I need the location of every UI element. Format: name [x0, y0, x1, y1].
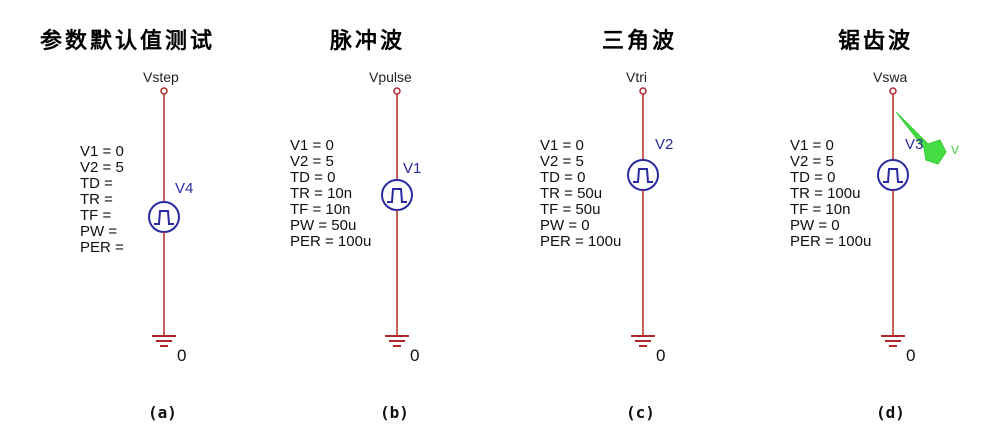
param-tr: TR = 10n [290, 185, 353, 202]
marker-label: V [951, 143, 960, 157]
param-td: TD = 0 [540, 169, 586, 186]
ground-label-d: 0 [906, 346, 916, 365]
param-v1: V1 = 0 [540, 137, 584, 154]
ground-symbol-a [151, 335, 177, 347]
node-terminal-c [639, 87, 647, 95]
param-per: PER = 100u [290, 233, 372, 250]
param-tr: TR = 50u [540, 185, 603, 202]
ground-symbol-b [384, 335, 410, 347]
params-b: V1 = 0 V2 = 5 TD = 0 TR = 10n TF = 10n P… [290, 138, 371, 250]
pulse-source-c [627, 159, 659, 191]
circuit-a [148, 87, 180, 347]
pulse-source-b [381, 179, 413, 211]
param-pw: PW = 0 [540, 217, 590, 234]
ground-symbol-d [880, 335, 906, 347]
param-tr: TR = 100u [790, 185, 861, 202]
param-tf: TF = 50u [540, 201, 601, 218]
title-c: 三角波 [602, 29, 678, 54]
params-c: V1 = 0 V2 = 5 TD = 0 TR = 50u TF = 50u P… [540, 138, 621, 250]
caption-a: (a) [148, 403, 177, 422]
pulse-source-a [148, 201, 180, 233]
title-d: 锯齿波 [838, 29, 914, 54]
param-v1: V1 = 0 [790, 137, 834, 154]
instance-label-c: V2 [655, 136, 674, 153]
params-d: V1 = 0 V2 = 5 TD = 0 TR = 100u TF = 10n … [790, 138, 871, 250]
param-td: TD = [80, 175, 113, 192]
caption-b: (b) [380, 403, 409, 422]
param-per: PER = [80, 239, 124, 256]
circuit-c [627, 87, 659, 347]
caption-d: (d) [876, 403, 905, 422]
param-v2: V2 = 5 [290, 153, 334, 170]
param-per: PER = 100u [540, 233, 622, 250]
node-terminal-b [393, 87, 401, 95]
param-tf: TF = [80, 207, 112, 224]
ground-label-a: 0 [177, 346, 187, 365]
param-pw: PW = [80, 223, 118, 240]
node-label-c: Vtri [626, 69, 647, 85]
param-pw: PW = 50u [290, 217, 357, 234]
title-a: 参数默认值测试 [40, 29, 216, 54]
param-tf: TF = 10n [790, 201, 851, 218]
caption-c: (c) [626, 403, 655, 422]
node-label-b: Vpulse [369, 69, 412, 85]
instance-label-d: V3 [905, 136, 924, 153]
param-v1: V1 = 0 [80, 143, 124, 160]
params-a: V1 = 0 V2 = 5 TD = TR = TF = PW = PER = [80, 144, 124, 256]
param-pw: PW = 0 [790, 217, 840, 234]
param-td: TD = 0 [790, 169, 836, 186]
param-v2: V2 = 5 [540, 153, 584, 170]
node-label-a: Vstep [143, 69, 179, 85]
param-v2: V2 = 5 [80, 159, 124, 176]
title-b: 脉冲波 [330, 29, 406, 54]
node-terminal-d [889, 87, 897, 95]
circuit-b [381, 87, 413, 347]
ground-label-b: 0 [410, 346, 420, 365]
circuit-d [877, 87, 947, 347]
voltage-marker-icon [895, 111, 947, 165]
param-per: PER = 100u [790, 233, 872, 250]
param-td: TD = 0 [290, 169, 336, 186]
param-tf: TF = 10n [290, 201, 351, 218]
ground-symbol-c [630, 335, 656, 347]
param-tr: TR = [80, 191, 113, 208]
node-label-d: Vswa [873, 69, 908, 85]
instance-label-b: V1 [403, 160, 422, 177]
ground-label-c: 0 [656, 346, 666, 365]
pulse-source-d [877, 159, 909, 191]
param-v2: V2 = 5 [790, 153, 834, 170]
param-v1: V1 = 0 [290, 137, 334, 154]
instance-label-a: V4 [175, 180, 194, 197]
node-terminal-a [160, 87, 168, 95]
